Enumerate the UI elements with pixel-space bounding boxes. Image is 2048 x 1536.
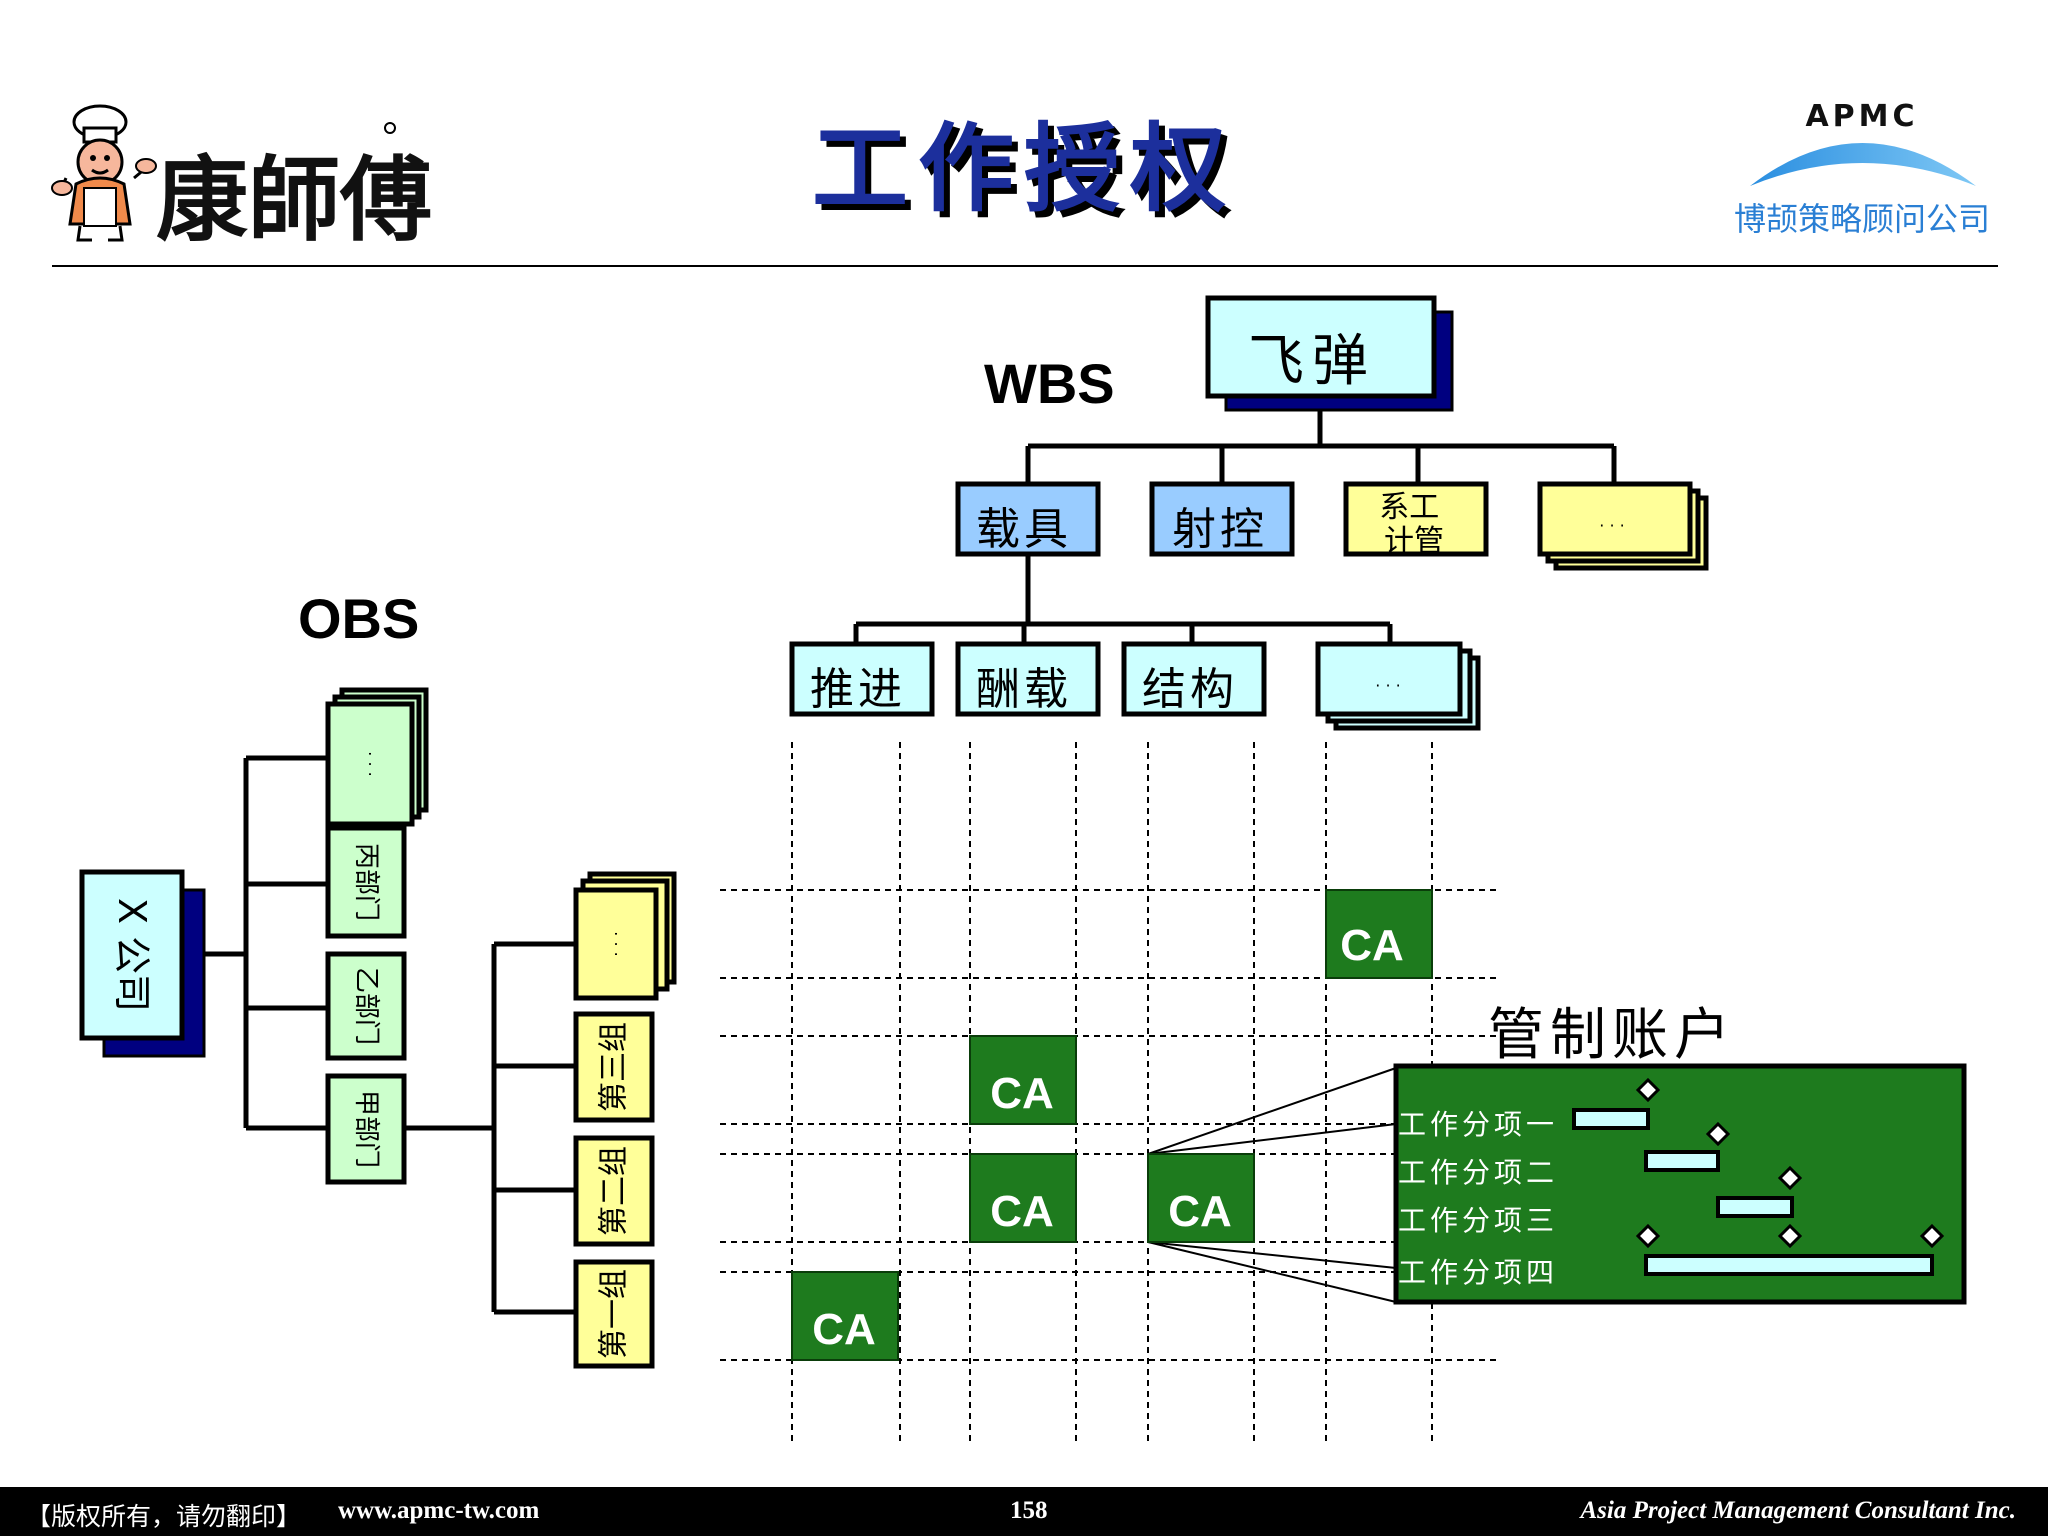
- wbs-level2-node-2: 射控: [1149, 481, 1295, 557]
- gantt-bar-2: [1644, 1150, 1720, 1172]
- apmc-company: 博颉策略顾问公司: [1734, 200, 1990, 238]
- wbs-level3-node-1: 推进: [789, 641, 935, 717]
- footer-company: Asia Project Management Consultant Inc.: [1580, 1497, 2017, 1524]
- wbs-root-node: 飞弹: [1205, 295, 1454, 412]
- control-account-zoom-lines: [1147, 1067, 1397, 1303]
- wbs-node-label: · · ·: [1375, 676, 1400, 695]
- obs-dept-node-bing: 丙部门: [325, 825, 407, 939]
- title-group: 工作授权 工作授权: [812, 113, 1242, 231]
- ca-cell: CA: [969, 1153, 1077, 1243]
- wbs-node-label: 推进: [810, 664, 906, 715]
- work-package-label-2: 工作分项二: [1398, 1156, 1558, 1189]
- milestone-diamond-icon: [1919, 1223, 1945, 1249]
- work-package-label-4: 工作分项四: [1398, 1256, 1558, 1289]
- control-account-title: 管制账户: [1488, 1003, 1736, 1068]
- footer-bar: 【版权所有，请勿翻印】 www.apmc-tw.com 158 Asia Pro…: [0, 1487, 2048, 1536]
- obs-node-label: 乙部门: [351, 967, 381, 1045]
- wbs-node-label: 酬载: [976, 664, 1072, 715]
- obs-dept-node-more: · · ·: [325, 687, 429, 827]
- milestone-diamond-icon: [1705, 1121, 1731, 1147]
- wbs-node-label: 射控: [1172, 504, 1268, 555]
- ca-cell: CA: [1325, 889, 1433, 979]
- obs-node-label: 第三组: [597, 1022, 632, 1112]
- gantt-bar-3: [1716, 1196, 1794, 1218]
- ca-label: CA: [990, 1069, 1054, 1118]
- gantt-bar-1: [1572, 1108, 1650, 1130]
- obs-connectors: [190, 755, 576, 1315]
- control-account-panel: 工作分项一 工作分项二 工作分项三 工作分项四: [1393, 1063, 1967, 1305]
- wbs-node-label: · · ·: [1599, 516, 1624, 535]
- svg-text:系工 计管: 系工 计管: [1379, 490, 1449, 559]
- ca-label: CA: [1168, 1187, 1232, 1236]
- chef-logo: 康師傅: [51, 104, 432, 254]
- obs-node-label: 第二组: [597, 1146, 632, 1236]
- obs-node-label: · · ·: [607, 931, 626, 956]
- wbs-label: WBS: [984, 352, 1115, 415]
- footer-copyright: 【版权所有，请勿翻印】: [26, 1502, 302, 1531]
- apmc-label: APMC: [1805, 99, 1918, 134]
- obs-dept-node-yi: 乙部门: [325, 951, 407, 1061]
- obs-group-node-2: 第二组: [573, 1135, 655, 1247]
- wbs-connectors: [853, 408, 1617, 644]
- gantt-bar-4: [1644, 1254, 1934, 1276]
- milestone-diamond-icon: [1777, 1223, 1803, 1249]
- footer-url: www.apmc-tw.com: [338, 1497, 540, 1524]
- obs-node-label: 甲部门: [351, 1090, 381, 1168]
- ca-label: CA: [990, 1187, 1054, 1236]
- wbs-level3-node-more: · · ·: [1315, 641, 1481, 731]
- footer-page-number: 158: [1010, 1497, 1048, 1524]
- obs-root-node: X 公司: [79, 869, 206, 1058]
- wbs-node-label-line2: 计管: [1384, 524, 1444, 559]
- wbs-node-label: 载具: [976, 504, 1072, 555]
- apmc-logo: APMC 博颉策略顾问公司: [1734, 99, 1990, 238]
- ca-cell: CA: [1147, 1153, 1255, 1243]
- wbs-level3-node-3: 结构: [1121, 641, 1267, 717]
- obs-group-node-3: 第三组: [573, 1011, 655, 1123]
- wbs-level2-node-more: · · ·: [1537, 481, 1709, 571]
- obs-label: OBS: [298, 587, 419, 650]
- obs-dept-node-jia: 甲部门: [325, 1073, 407, 1185]
- milestone-diamond-icon: [1635, 1223, 1661, 1249]
- milestone-diamond-icon: [1777, 1165, 1803, 1191]
- ca-cell: CA: [969, 1035, 1077, 1125]
- obs-group-node-more: · · ·: [573, 871, 677, 1001]
- wbs-level3-node-2: 酬载: [955, 641, 1101, 717]
- ca-label: CA: [1340, 921, 1404, 970]
- brand-calligraphy: 康師傅: [156, 146, 432, 254]
- wbs-node-label: 结构: [1142, 664, 1238, 715]
- wbs-level2-node-1: 载具: [955, 481, 1101, 557]
- milestone-diamond-icon: [1635, 1077, 1661, 1103]
- wbs-root-label: 飞弹: [1248, 329, 1376, 394]
- ca-cell: CA: [791, 1271, 899, 1361]
- ca-label: CA: [812, 1305, 876, 1354]
- wbs-node-label-line1: 系工: [1379, 490, 1439, 525]
- obs-root-label: X 公司: [110, 898, 154, 1012]
- svg-text:工作授权: 工作授权: [818, 119, 1242, 231]
- page-title: 工作授权: [812, 113, 1236, 225]
- obs-node-label: 丙部门: [351, 843, 381, 921]
- wbs-level2-node-3: 系工 计管: [1343, 481, 1489, 559]
- work-package-label-1: 工作分项一: [1398, 1108, 1558, 1141]
- obs-node-label: · · ·: [361, 751, 380, 776]
- obs-node-label: 第一组: [597, 1269, 632, 1359]
- apmc-arc-icon: [1750, 143, 1976, 186]
- obs-group-node-1: 第一组: [573, 1259, 655, 1369]
- work-package-label-3: 工作分项三: [1398, 1204, 1558, 1237]
